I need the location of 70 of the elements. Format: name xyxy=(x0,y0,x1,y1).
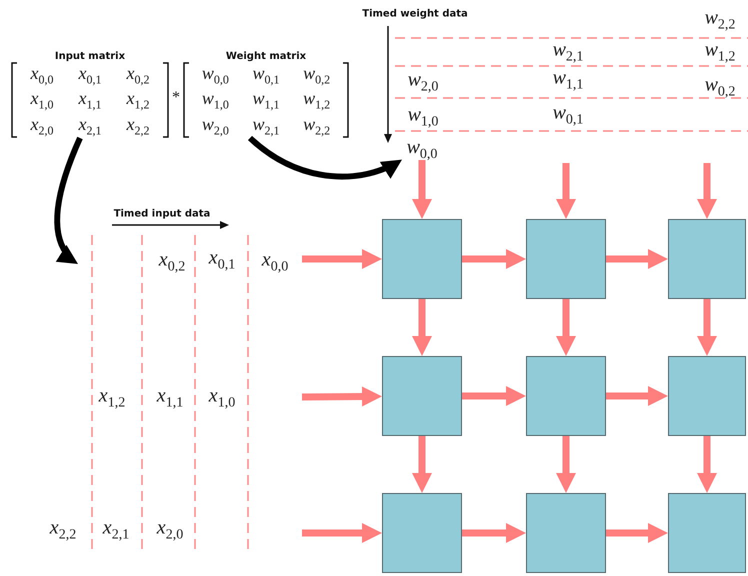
matrix-entry: w$_{1,1}$ xyxy=(252,89,280,111)
matrix-entry: w$_{2,1}$ xyxy=(252,114,280,136)
matrix-entry: w$_{2,2}$ xyxy=(303,114,330,136)
processing-element-box xyxy=(382,356,462,436)
processing-element-box xyxy=(668,356,746,436)
matrix-entry: x$_{2,2}$ xyxy=(126,114,150,136)
timed-value: w$_{2,0}$ xyxy=(408,70,438,94)
timed-value: w$_{1,0}$ xyxy=(408,104,438,130)
arrow xyxy=(697,299,717,356)
arrow xyxy=(462,249,526,269)
arrow xyxy=(606,249,668,269)
matrix-entry: x$_{1,1}$ xyxy=(78,89,102,111)
timed-value: w$_{1,2}$ xyxy=(704,40,736,64)
arrow xyxy=(302,249,382,269)
processing-element-box xyxy=(526,356,606,436)
timed-value: x$_{1,2}$ xyxy=(98,386,126,410)
processing-element-box xyxy=(382,219,462,299)
matrix-entry: w$_{0,1}$ xyxy=(252,64,280,86)
matrix-heading: Input matrix xyxy=(54,51,126,62)
arrow xyxy=(697,163,717,219)
timed-value: x$_{1,1}$ xyxy=(156,386,184,410)
processing-element-box xyxy=(668,219,746,299)
timed-value: w$_{0,1}$ xyxy=(552,102,584,128)
timed-value: x$_{2,2}$ xyxy=(50,518,76,542)
matrix-entry: x$_{2,0}$ xyxy=(30,114,54,136)
processing-element-box xyxy=(526,219,606,299)
timed-value: w$_{0,0}$ xyxy=(402,134,442,160)
matrix-entry: w$_{1,0}$ xyxy=(202,89,229,111)
matrix-heading: Weight matrix xyxy=(226,51,306,62)
matrix-entry: w$_{0,0}$ xyxy=(202,64,229,86)
timed-value: x$_{0,2}$ xyxy=(158,250,186,274)
timed-value: w$_{1,1}$ xyxy=(552,68,584,92)
timed-value: x$_{0,0}$ xyxy=(262,250,288,274)
matrix-entry: w$_{0,2}$ xyxy=(303,64,330,86)
arrow xyxy=(248,136,404,180)
arrow xyxy=(412,160,432,219)
arrow xyxy=(462,386,526,406)
matrix-entry: x$_{1,0}$ xyxy=(30,89,54,111)
axis-caption: Timed weight data xyxy=(362,8,468,20)
timed-value: w$_{2,1}$ xyxy=(552,40,584,64)
arrow xyxy=(412,299,432,356)
timed-value: x$_{2,1}$ xyxy=(102,518,130,542)
arrow xyxy=(302,523,382,543)
arrow xyxy=(556,299,576,356)
arrow xyxy=(302,386,382,406)
matrix-entry: x$_{0,0}$ xyxy=(30,64,54,86)
timed-value: x$_{1,0}$ xyxy=(208,386,236,410)
matrix-entry: w$_{2,0}$ xyxy=(202,114,229,136)
matrix-entry: x$_{0,2}$ xyxy=(126,64,150,86)
arrow xyxy=(556,436,576,493)
operator-symbol: * xyxy=(172,90,180,106)
processing-element-box xyxy=(382,493,462,573)
axis-caption: Timed input data xyxy=(114,208,210,220)
timed-value: w$_{0,2}$ xyxy=(704,74,736,100)
matrix-entry: w$_{1,2}$ xyxy=(303,89,330,111)
matrix-entry: x$_{1,2}$ xyxy=(126,89,150,111)
timed-value: x$_{2,0}$ xyxy=(156,518,184,542)
arrow xyxy=(462,523,526,543)
arrow xyxy=(556,163,576,219)
matrix-entry: x$_{0,1}$ xyxy=(78,64,102,86)
processing-element-box xyxy=(668,493,746,573)
timed-value: w$_{2,2}$ xyxy=(704,8,736,32)
processing-element-box xyxy=(526,493,606,573)
timed-value: x$_{0,1}$ xyxy=(208,248,236,272)
arrow xyxy=(697,436,717,493)
arrow xyxy=(412,436,432,493)
arrow xyxy=(606,386,668,406)
matrix-entry: x$_{2,1}$ xyxy=(78,114,102,136)
arrow xyxy=(54,136,83,266)
arrow xyxy=(606,523,668,543)
